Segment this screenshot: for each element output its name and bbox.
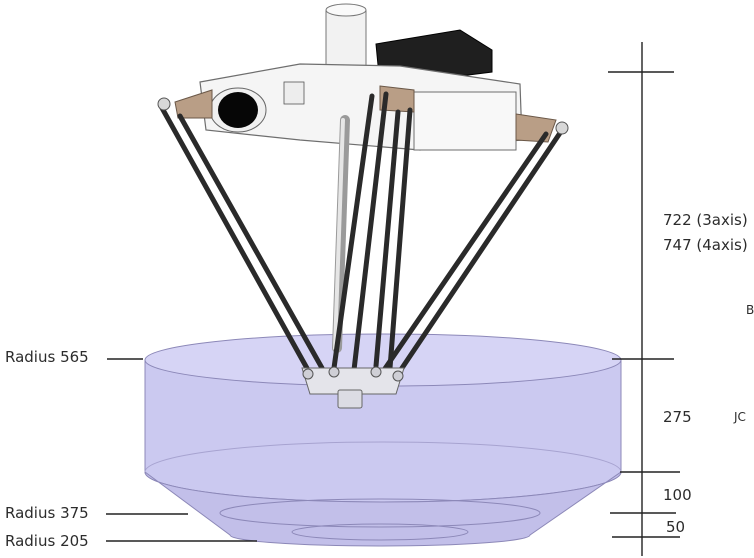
end-effector: [301, 366, 405, 409]
arm-mid-right-1: [373, 109, 401, 369]
end-effector-joint-1: [302, 368, 314, 380]
label-bottom-height: 50: [666, 518, 685, 536]
label-cut-lower: JC: [733, 410, 746, 424]
arm-right-outer: [395, 127, 565, 377]
end-effector-tool: [337, 389, 363, 409]
robot-center-bracket: [379, 85, 415, 113]
robot-shaft-highlight: [333, 118, 345, 350]
envelope-mid-edge-back: [144, 441, 622, 473]
robot-column: [325, 7, 367, 71]
label-radius-205: Radius 205: [5, 532, 89, 550]
robot-logo-plate: [283, 81, 305, 105]
arm-mid-right-2: [387, 107, 413, 371]
delta-robot: [157, 3, 569, 409]
robot-right-motor: [413, 91, 517, 151]
end-effector-joint-2: [328, 366, 340, 378]
arm-right-inner: [381, 131, 549, 373]
envelope-level-205: [291, 523, 469, 541]
label-cut-upper: B: [746, 303, 754, 317]
dimension-scale: [608, 42, 680, 556]
label-cone-height: 100: [663, 486, 692, 504]
robot-left-bracket: [174, 89, 213, 119]
envelope-level-375: [219, 498, 541, 528]
arm-center-right: [351, 91, 389, 373]
label-work-height: 275: [663, 408, 692, 426]
arm-center-left: [331, 93, 375, 371]
envelope-lower-cone: [144, 470, 622, 547]
label-height-3axis: 722 (3axis): [663, 211, 748, 229]
robot-column-cap: [325, 3, 367, 17]
end-effector-joint-3: [370, 366, 382, 378]
label-radius-565: Radius 565: [5, 348, 89, 366]
label-radius-375: Radius 375: [5, 504, 89, 522]
end-effector-joint-4: [392, 370, 404, 382]
robot-right-bracket: [515, 113, 557, 143]
arm-left-outer: [159, 105, 311, 373]
joint-right-top: [555, 121, 569, 135]
work-envelope: [144, 333, 622, 547]
radius-leaders: [106, 358, 257, 542]
joint-left-top: [157, 97, 171, 111]
robot-arms: [159, 91, 565, 377]
label-height-4axis: 747 (4axis): [663, 236, 748, 254]
robot-left-motor-hole: [218, 92, 258, 128]
arm-left-inner: [177, 113, 325, 371]
